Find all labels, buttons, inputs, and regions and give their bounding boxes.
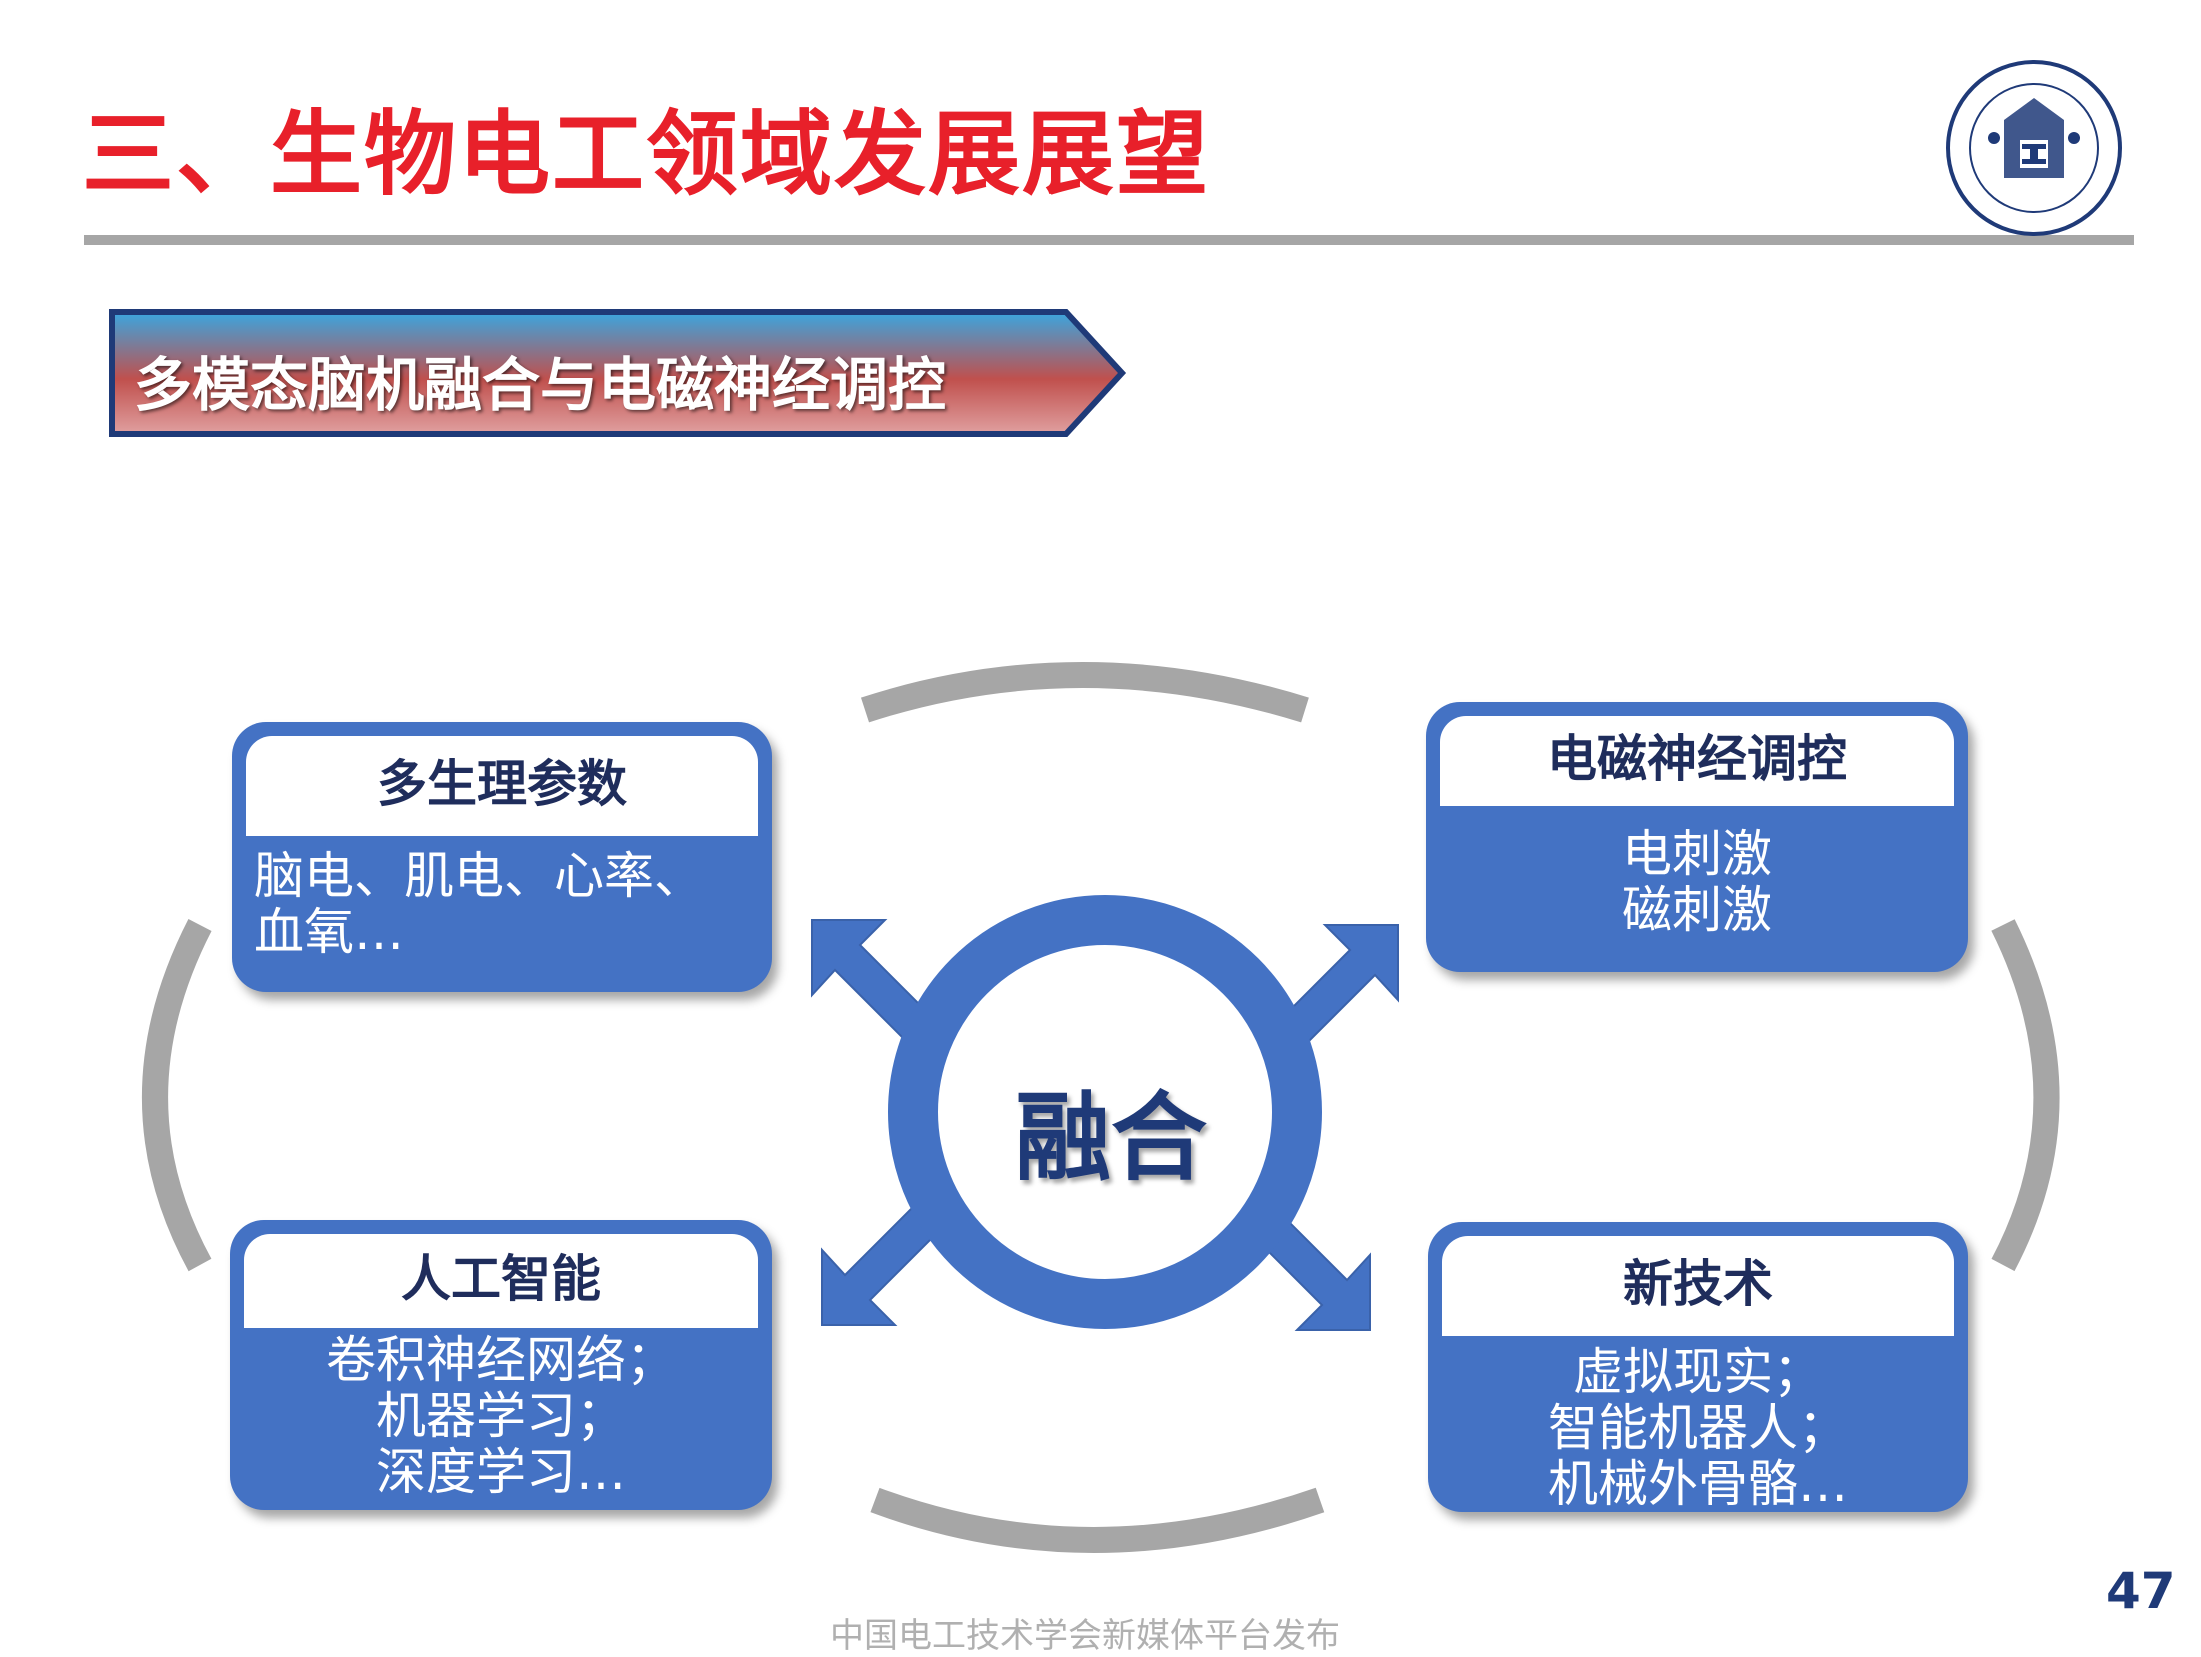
box-line: 脑电、肌电、心率、 (254, 847, 704, 905)
connector-arc-left (142, 919, 212, 1272)
box-line: 血氧… (254, 903, 404, 961)
footer-watermark: 中国电工技术学会新媒体平台发布 (830, 1616, 1340, 1656)
box-new-technology: 新技术 虚拟现实； 智能机器人； 机械外骨骼… (1428, 1222, 1968, 1512)
box-line: 深度学习… (376, 1443, 626, 1501)
box-physiological-parameters: 多生理参数 脑电、肌电、心率、 血氧… (232, 722, 772, 992)
box-title: 电磁神经调控 (1440, 716, 1954, 806)
box-content: 电刺激 磁刺激 (1426, 826, 1968, 938)
connector-arc-bottom (870, 1487, 1325, 1553)
page-number: 47 (2106, 1562, 2176, 1620)
box-line: 卷积神经网络； (326, 1331, 676, 1389)
connector-arc-right (1991, 919, 2060, 1272)
connector-arc-top (860, 662, 1309, 723)
box-electromagnetic-neuromodulation: 电磁神经调控 电刺激 磁刺激 (1426, 702, 1968, 972)
subtitle-banner (109, 309, 1127, 437)
box-line: 虚拟现实； (1573, 1343, 1823, 1401)
fusion-label: 融合 (1015, 1082, 1207, 1194)
box-line: 机械外骨骼… (1548, 1455, 1848, 1513)
box-line: 电刺激 (1622, 825, 1772, 883)
box-line: 智能机器人； (1548, 1399, 1848, 1457)
box-title: 人工智能 (244, 1234, 758, 1328)
box-line: 机器学习； (376, 1387, 626, 1445)
fusion-ring (888, 895, 1322, 1329)
box-title: 多生理参数 (246, 736, 758, 836)
box-line: 磁刺激 (1622, 881, 1772, 939)
box-title: 新技术 (1442, 1236, 1954, 1336)
slide-title: 三、生物电工领域发展展望 (82, 101, 1211, 208)
title-divider (84, 235, 2134, 245)
box-content: 脑电、肌电、心率、 血氧… (254, 848, 754, 960)
university-seal-icon (1946, 60, 2122, 236)
box-content: 卷积神经网络； 机器学习； 深度学习… (230, 1332, 772, 1500)
box-artificial-intelligence: 人工智能 卷积神经网络； 机器学习； 深度学习… (230, 1220, 772, 1510)
box-content: 虚拟现实； 智能机器人； 机械外骨骼… (1428, 1344, 1968, 1512)
subtitle-text: 多模态脑机融合与电磁神经调控 (134, 351, 947, 419)
